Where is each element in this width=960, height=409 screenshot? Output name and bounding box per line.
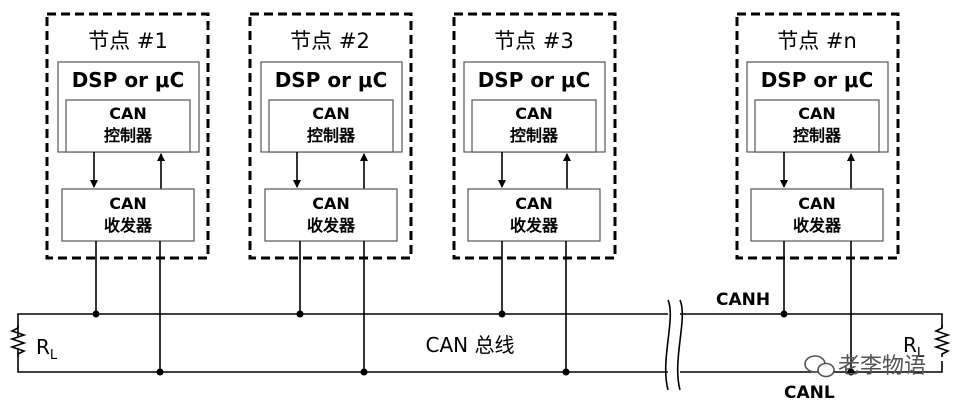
- node-frame: [452, 12, 617, 260]
- controller-label-line2: 控制器: [793, 126, 842, 145]
- wechat-logo-icon: [804, 355, 835, 378]
- controller-label-line1: CAN: [798, 104, 836, 123]
- node-2: 节点 #2 DSP or μC CAN 控制器 CAN 收发器: [248, 12, 413, 376]
- terminator-label: RL: [36, 335, 58, 363]
- canh-line-right: [680, 313, 943, 327]
- processor-label: DSP or μC: [761, 68, 874, 92]
- controller-label-line2: 控制器: [510, 126, 559, 145]
- terminator-left: RL: [9, 325, 58, 363]
- controller-box: [471, 99, 597, 153]
- controller-box: [754, 99, 880, 153]
- canl-line-right: [680, 361, 943, 373]
- node-1: 节点 #1 DSP or μC CAN 控制器 CAN 收发器: [45, 12, 210, 376]
- canh-label: CANH: [716, 290, 770, 310]
- node-title: 节点 #2: [290, 29, 370, 53]
- terminator-label: RL: [903, 333, 925, 361]
- transceiver-label-line2: 收发器: [307, 216, 356, 235]
- node-frame: [45, 12, 210, 260]
- controller-label-line2: 控制器: [307, 126, 356, 145]
- transceiver-box: [467, 188, 601, 242]
- controller-box: [268, 99, 394, 153]
- transceiver-box: [750, 188, 884, 242]
- canl-line-left: [17, 348, 668, 373]
- controller-label-line1: CAN: [312, 104, 350, 123]
- transceiver-label-line1: CAN: [109, 194, 147, 213]
- resistor-zigzag: [9, 325, 27, 357]
- canh-line-left: [17, 313, 668, 338]
- controller-label-line2: 控制器: [104, 126, 153, 145]
- transceiver-label-line1: CAN: [312, 194, 350, 213]
- bus-break-mark: [676, 299, 684, 391]
- transceiver-label-line1: CAN: [515, 194, 553, 213]
- controller-label-line1: CAN: [109, 104, 147, 123]
- resistor-zigzag: [933, 325, 951, 357]
- can-bus: CAN 总线 CANH CANL: [17, 290, 943, 403]
- controller-label-line1: CAN: [515, 104, 553, 123]
- node-n: 节点 #n DSP or μC CAN 控制器 CAN 收发器: [735, 12, 900, 376]
- terminator-right: RL: [903, 325, 951, 361]
- watermark: 老李物语: [804, 354, 926, 379]
- node-frame: [248, 12, 413, 260]
- transceiver-label-line2: 收发器: [510, 216, 559, 235]
- bus-label: CAN 总线: [426, 333, 515, 357]
- node-title: 节点 #n: [777, 29, 857, 53]
- node-frame: [735, 12, 900, 260]
- transceiver-label-line1: CAN: [798, 194, 836, 213]
- processor-label: DSP or μC: [275, 68, 388, 92]
- canl-label: CANL: [784, 383, 835, 403]
- bus-break-mark: [664, 299, 672, 391]
- watermark-text: 老李物语: [838, 354, 926, 379]
- controller-box: [65, 99, 191, 153]
- processor-label: DSP or μC: [72, 68, 185, 92]
- transceiver-label-line2: 收发器: [104, 216, 153, 235]
- processor-label: DSP or μC: [478, 68, 591, 92]
- transceiver-box: [264, 188, 398, 242]
- transceiver-label-line2: 收发器: [793, 216, 842, 235]
- transceiver-box: [61, 188, 195, 242]
- node-title: 节点 #3: [494, 29, 574, 53]
- node-3: 节点 #3 DSP or μC CAN 控制器 CAN 收发器: [452, 12, 617, 376]
- node-title: 节点 #1: [88, 29, 168, 53]
